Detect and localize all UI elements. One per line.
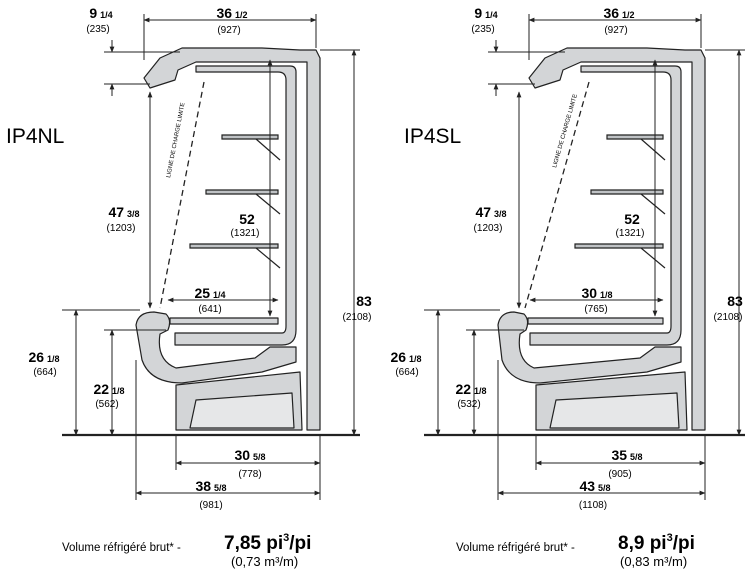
dim-shelf-height-mm: (1321) (616, 228, 645, 239)
dim-shelf-height: 52 (624, 211, 640, 227)
shelf (574, 243, 664, 249)
volume-info: Volume réfrigéré brut* - 8,9 pi3/pi (0,8… (456, 532, 695, 569)
dim-shelf-height-mm: (1321) (231, 228, 260, 239)
case-body (497, 47, 706, 431)
base-inner (189, 392, 295, 429)
shelf (590, 189, 664, 195)
front-rail (497, 311, 682, 384)
deck (169, 317, 279, 325)
model-label: IP4SL (404, 125, 461, 148)
volume-value: 7,85 pi3/pi (224, 532, 311, 554)
shelf (189, 243, 279, 249)
dim-total-height: 83 (356, 293, 372, 309)
back-wall (529, 65, 682, 346)
model-label: IP4NL (6, 125, 64, 148)
front-rail (135, 311, 297, 384)
shelves (574, 134, 666, 269)
volume-metric: (0,73 m³/m) (231, 554, 298, 569)
volume-metric: (0,83 m³/m) (620, 554, 687, 569)
dim-deck-height-mm: (532) (457, 399, 480, 410)
load-limit-line (159, 81, 205, 309)
shelves (189, 134, 281, 269)
back-wall (174, 65, 297, 346)
load-limit-line (524, 81, 590, 309)
case-body (135, 47, 321, 431)
shelf-bracket (255, 193, 281, 215)
dim-overall-depth-mm: (1108) (579, 500, 607, 511)
dim-top-offset-mm: (235) (86, 24, 109, 35)
shelf-bracket (255, 138, 281, 161)
dim-canopy-height-mm: (1203) (107, 223, 136, 234)
dim-rail-height-mm: (664) (33, 367, 56, 378)
shelf-bracket (640, 247, 666, 269)
dim-rail-height-mm: (664) (395, 367, 418, 378)
dimension-lines (62, 14, 360, 500)
canopy (528, 47, 706, 431)
dim-base-depth-mm: (905) (608, 469, 631, 480)
shelf (205, 189, 279, 195)
dim-overall-depth-mm: (981) (199, 500, 222, 511)
dimension-lines (424, 14, 745, 500)
canopy (143, 47, 321, 431)
deck (527, 317, 664, 325)
dim-total-height-mm: (2108) (343, 312, 372, 323)
dim-deck-depth-mm: (641) (198, 304, 221, 315)
dim-top-width-mm: (927) (217, 25, 240, 36)
volume-info: Volume réfrigéré brut* - 7,85 pi3/pi (0,… (62, 532, 311, 569)
shelf (221, 134, 279, 140)
dim-shelf-height: 52 (239, 211, 255, 227)
shelf (606, 134, 664, 140)
diagram-ip4nl: IP4NL LIGNE DE CHARGE LIMITE (6, 5, 372, 569)
dim-base-depth-mm: (778) (238, 469, 261, 480)
volume-value: 8,9 pi3/pi (618, 532, 695, 554)
volume-label: Volume réfrigéré brut* - (62, 542, 181, 554)
base-inner (549, 392, 680, 429)
dim-canopy-height-mm: (1203) (474, 223, 503, 234)
load-limit-label: LIGNE DE CHARGE LIMITE (166, 102, 186, 178)
shelf-bracket (640, 193, 666, 215)
volume-label: Volume réfrigéré brut* - (456, 542, 575, 554)
diagram-ip4sl: IP4SL LIGNE DE CHARGE LIMITE (390, 5, 745, 569)
dim-top-offset-mm: (235) (471, 24, 494, 35)
dim-deck-height-mm: (562) (95, 399, 118, 410)
shelf-bracket (255, 247, 281, 269)
dim-total-height: 83 (727, 293, 743, 309)
shelf-bracket (640, 138, 666, 161)
dim-deck-depth-mm: (765) (584, 304, 607, 315)
dim-top-width-mm: (927) (604, 25, 627, 36)
dim-total-height-mm: (2108) (714, 312, 743, 323)
